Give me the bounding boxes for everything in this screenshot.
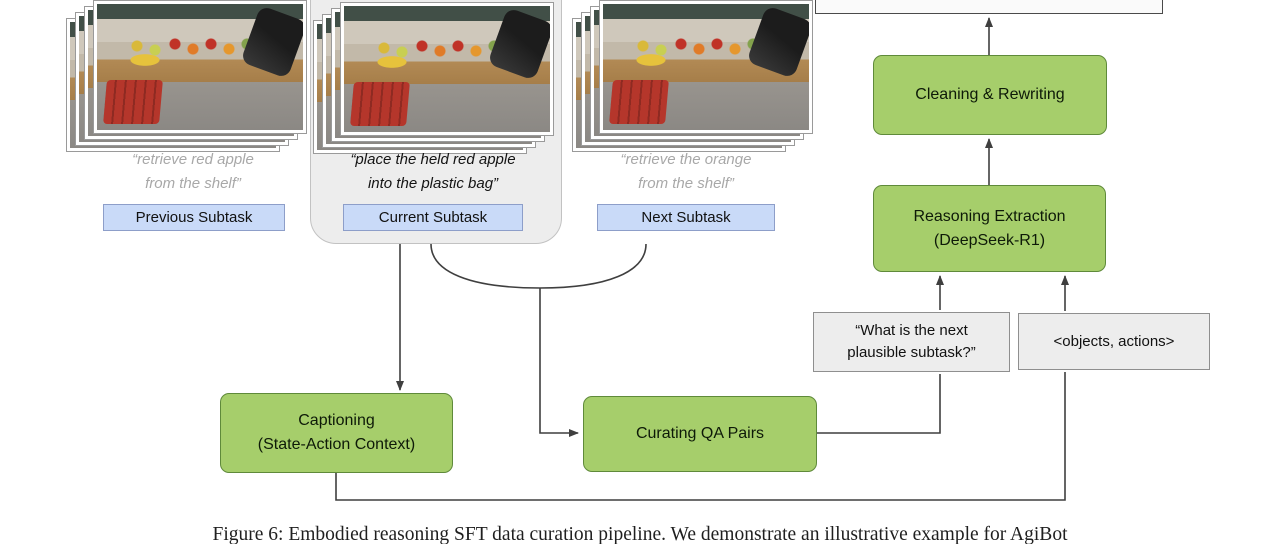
captioning-box-line2: (State-Action Context) [257, 436, 416, 453]
next-subtask-frame-stack [572, 0, 818, 154]
previous-subtask-frame-stack [66, 0, 312, 154]
captioning-box-line1: Captioning [298, 412, 375, 429]
objects-actions-note: <objects, actions> [1018, 313, 1210, 370]
connector-captioning-to-objects [335, 372, 1066, 501]
cleaning-rewriting-box: Cleaning & Rewriting [873, 55, 1107, 135]
connector-curating-to-prompt [817, 374, 941, 434]
truncated-top-box [815, 0, 1163, 14]
robot-grocery-photo [344, 6, 550, 132]
connector-brace-left [430, 243, 541, 289]
current-subtask-quote: “place the held red apple into the plast… [350, 151, 516, 192]
video-frame [93, 0, 307, 134]
reasoning-extraction-box: Reasoning Extraction (DeepSeek-R1) [873, 185, 1106, 272]
reasoning-extraction-line1: Reasoning Extraction [913, 207, 1066, 225]
next-subtask-label: Next Subtask [597, 204, 775, 231]
current-subtask-frame-stack [313, 2, 559, 156]
cleaning-rewriting-label: Cleaning & Rewriting [915, 86, 1065, 103]
figure-caption: Figure 6: Embodied reasoning SFT data cu… [212, 524, 1068, 544]
curating-qa-pairs-box: Curating QA Pairs [583, 396, 817, 472]
connector-brace-to-curating [539, 288, 579, 437]
current-subtask-label: Current Subtask [343, 204, 523, 231]
next-subtask-quote: “retrieve the orange from the shelf” [620, 151, 752, 192]
curating-qa-pairs-label: Curating QA Pairs [635, 425, 765, 442]
robot-grocery-photo [97, 4, 303, 130]
captioning-box: Captioning (State-Action Context) [220, 393, 453, 473]
robot-grocery-photo [603, 4, 809, 130]
video-frame [599, 0, 813, 134]
previous-subtask-quote: “retrieve red apple from the shelf” [132, 151, 254, 192]
prompt-note: “What is the next plausible subtask?” [813, 312, 1010, 372]
previous-subtask-label: Previous Subtask [103, 204, 285, 231]
reasoning-extraction-line2: (DeepSeek-R1) [933, 231, 1046, 249]
video-frame [340, 2, 554, 136]
connector-brace-right [539, 243, 647, 289]
